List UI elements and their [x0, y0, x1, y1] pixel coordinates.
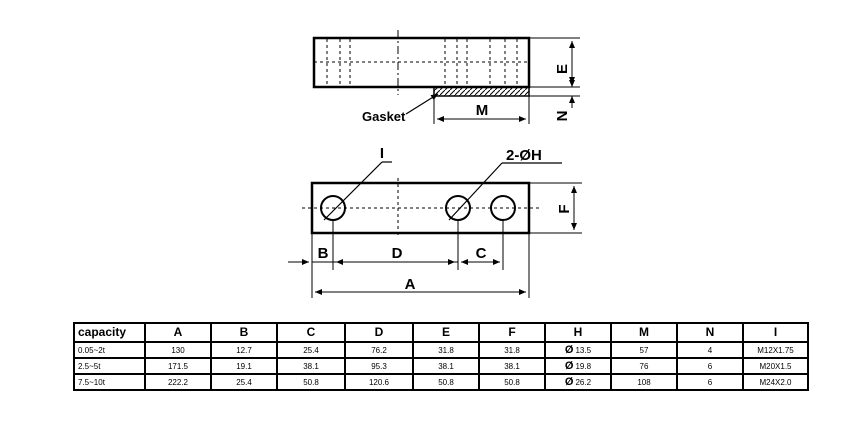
header-n: N [676, 322, 744, 343]
dim-n-label: N [554, 111, 571, 122]
header-e: E [412, 322, 480, 343]
cell-capacity: 7.5~10t [73, 373, 146, 391]
diameter-symbol: Ø [564, 343, 574, 356]
dim-i-label: I [380, 145, 384, 162]
side-view: E N M Gasket [312, 30, 580, 124]
header-b: B [210, 322, 278, 343]
dim-m-label: M [476, 102, 489, 119]
cell-b: 25.4 [210, 373, 278, 391]
cell-d: 76.2 [344, 341, 414, 359]
cell-m: 108 [610, 373, 678, 391]
table-row: 7.5~10t 222.2 25.4 50.8 120.6 50.8 50.8 … [73, 373, 809, 391]
cell-i: M24X2.0 [742, 373, 809, 391]
diameter-symbol: Ø [564, 359, 574, 372]
header-capacity: capacity [73, 322, 146, 343]
cell-b: 12.7 [210, 341, 278, 359]
dim-b-label: B [318, 245, 329, 262]
header-d: D [344, 322, 414, 343]
dim-f-label: F [556, 204, 573, 213]
cell-c: 38.1 [276, 357, 346, 375]
cell-a: 130 [144, 341, 212, 359]
cell-f: 31.8 [478, 341, 546, 359]
header-f: F [478, 322, 546, 343]
header-i: I [742, 322, 809, 343]
table-header-row: capacity A B C D E F H M N I [73, 322, 809, 343]
cell-m: 76 [610, 357, 678, 375]
cell-e: 38.1 [412, 357, 480, 375]
top-body [310, 181, 531, 235]
cell-h-value: 13.5 [575, 345, 592, 355]
header-c: C [276, 322, 346, 343]
cell-d: 120.6 [344, 373, 414, 391]
cell-n: 6 [676, 373, 744, 391]
dim-h-label: 2-ØH [506, 147, 542, 164]
cell-h-value: 19.8 [575, 361, 592, 371]
header-m: M [610, 322, 678, 343]
header-h: H [544, 322, 612, 343]
cell-e: 50.8 [412, 373, 480, 391]
cell-n: 6 [676, 357, 744, 375]
cell-n: 4 [676, 341, 744, 359]
dim-a-label: A [405, 276, 416, 293]
dim-h-leader [448, 162, 503, 221]
spec-table: capacity A B C D E F H M N I 0.05~2t 130… [73, 322, 809, 391]
technical-drawing: E N M Gasket I 2-ØH [288, 30, 582, 298]
cell-a: 222.2 [144, 373, 212, 391]
hidden-lines [314, 39, 529, 86]
cell-i: M12X1.75 [742, 341, 809, 359]
gasket-label: Gasket [362, 109, 406, 124]
dim-e-label: E [554, 64, 571, 74]
cell-m: 57 [610, 341, 678, 359]
gasket-leader [405, 93, 439, 115]
cell-c: 50.8 [276, 373, 346, 391]
header-a: A [144, 322, 212, 343]
cell-d: 95.3 [344, 357, 414, 375]
top-view: I 2-ØH F B D C A [288, 145, 582, 298]
dim-i-leader [323, 161, 383, 221]
cell-b: 19.1 [210, 357, 278, 375]
gasket-shape [433, 86, 530, 97]
dim-c-label: C [476, 245, 487, 262]
cell-i: M20X1.5 [742, 357, 809, 375]
cell-capacity: 2.5~5t [73, 357, 146, 375]
dim-d-label: D [392, 245, 403, 262]
cell-h-value: 26.2 [575, 377, 592, 387]
cell-e: 31.8 [412, 341, 480, 359]
cell-f: 50.8 [478, 373, 546, 391]
cell-f: 38.1 [478, 357, 546, 375]
cell-capacity: 0.05~2t [73, 341, 146, 359]
cell-c: 25.4 [276, 341, 346, 359]
diameter-symbol: Ø [564, 375, 574, 388]
cell-a: 171.5 [144, 357, 212, 375]
